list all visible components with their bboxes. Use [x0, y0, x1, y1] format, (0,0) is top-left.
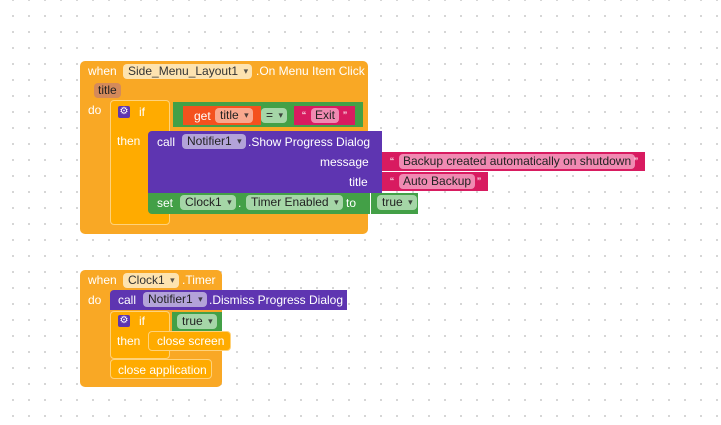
if-label: if [139, 105, 145, 119]
quote-open: “ [302, 109, 306, 123]
quote-close: ” [634, 155, 638, 169]
close-screen-block[interactable] [148, 331, 231, 351]
text-exit[interactable]: Exit [311, 108, 340, 123]
get-label: get [194, 109, 211, 123]
quote-open: “ [390, 175, 394, 189]
gear-icon[interactable]: ⚙ [118, 106, 130, 118]
close-application-block[interactable] [110, 359, 212, 379]
do-label: do [88, 103, 102, 117]
property-dropdown[interactable]: Timer Enabled [246, 195, 343, 210]
method-name: .Show Progress Dialog [248, 135, 371, 149]
component-dropdown[interactable]: Clock1 [123, 273, 179, 288]
component-dropdown[interactable]: Side_Menu_Layout1 [123, 64, 253, 79]
text-message[interactable]: Backup created automatically on shutdown [399, 154, 636, 169]
method-name: .Dismiss Progress Dialog [209, 293, 344, 307]
quote-open: “ [390, 155, 394, 169]
title-label: title [349, 175, 368, 189]
gear-icon[interactable]: ⚙ [118, 315, 130, 327]
call-label: call [118, 293, 137, 307]
to-label: to [346, 196, 357, 210]
notifier-dropdown[interactable]: Notifier1 [182, 134, 246, 149]
quote-close: ” [477, 175, 481, 189]
dot-label: . [238, 196, 242, 210]
close-application-label: close application [118, 363, 207, 377]
text-title[interactable]: Auto Backup [399, 174, 476, 189]
close-screen-label: close screen [157, 334, 225, 348]
get-variable-dropdown[interactable]: title [215, 108, 253, 123]
call-label: call [157, 135, 176, 149]
event-name: .On Menu Item Click [256, 64, 365, 78]
quote-close: ” [343, 109, 347, 123]
notifier-dropdown[interactable]: Notifier1 [143, 292, 207, 307]
param-title[interactable]: title [94, 83, 121, 98]
operator-dropdown[interactable]: = [261, 108, 288, 123]
event-name: .Timer [182, 273, 216, 287]
do-label: do [88, 293, 102, 307]
when-label: when [88, 64, 117, 78]
clock-dropdown[interactable]: Clock1 [180, 195, 236, 210]
set-label: set [157, 196, 174, 210]
then-label: then [117, 334, 141, 348]
boolean-dropdown[interactable]: true [377, 195, 417, 210]
then-label: then [117, 134, 141, 148]
when-label: when [88, 273, 117, 287]
condition-dropdown[interactable]: true [177, 314, 217, 329]
if-label: if [139, 314, 145, 328]
message-label: message [320, 155, 369, 169]
